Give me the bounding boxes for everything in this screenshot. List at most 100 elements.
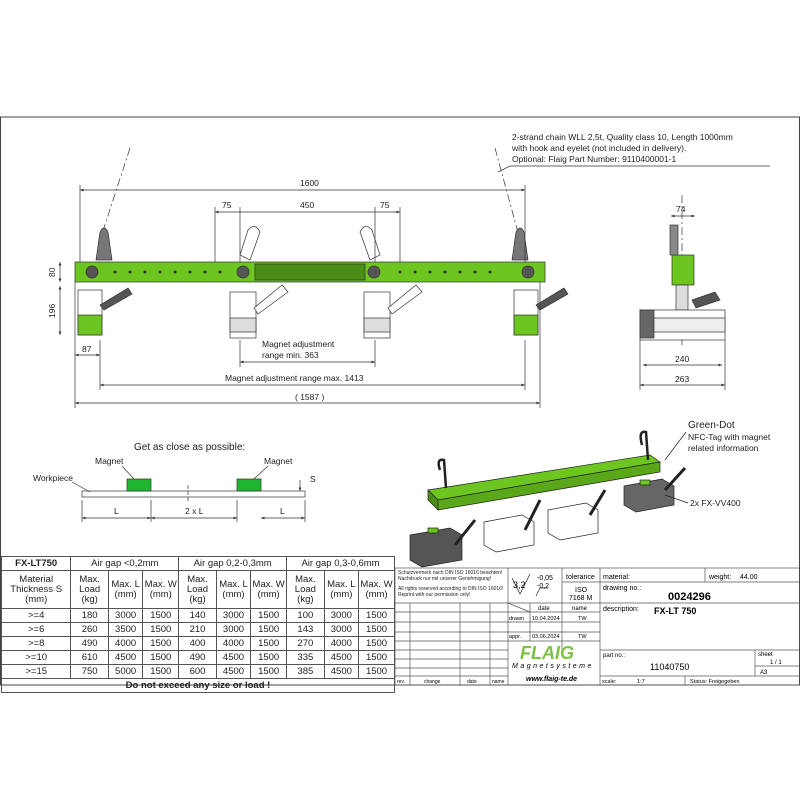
drawn-name: TW [578,616,587,622]
chain-note-2: with hook and eyelet (not included in de… [511,143,686,153]
table-cell: >=15 [0,664,72,679]
weight-value: 44.00 [740,574,758,581]
table-cell: 335 [286,650,325,665]
surface-finish: 3,2 [513,580,526,590]
table-cell: 180 [70,608,109,623]
table-cell: 1500 [250,664,288,679]
table-cell: 1500 [250,636,288,651]
logo-subtitle: Magnetsysteme [512,663,594,670]
eyelet-right [511,227,529,261]
dim-87: 87 [82,344,92,354]
max-range-label: Magnet adjustment range max. 1413 [225,373,364,383]
chain-note-3: Optional: Flaig Part Number: 9110400001-… [512,154,677,164]
table-cell: >=8 [0,636,72,651]
iso-magnet-3 [547,502,599,541]
table-cell: 400 [178,636,217,651]
table-cell: 143 [286,622,325,637]
callout-vv400: 2x FX-VV400 [690,498,741,508]
min-range-line1: Magnet adjustment [262,339,335,349]
dim-1600: 1600 [300,178,319,188]
appr-date: 03.06.2024 [532,634,560,640]
flaig-logo: FLAIG [520,643,574,663]
table-cell: 1500 [250,622,288,637]
col-header: Max. L (mm) [107,570,144,609]
dim-75-left: 75 [222,200,232,210]
magnet-label-left: Magnet [95,456,124,466]
drawn-label: drawn [509,616,524,622]
magnet-2 [229,284,289,339]
table-cell: 1500 [250,650,288,665]
tol-upper: -0,05 [537,575,553,582]
group-header: Air gap <0,2mm [70,556,180,571]
table-cell: 1500 [250,608,288,623]
front-view [58,147,770,408]
material-label: material: [603,574,630,581]
title-block [394,567,800,686]
dim-2l: 2 x L [185,506,204,516]
appr-label: appr. [509,634,522,640]
table-cell: 140 [178,608,217,623]
paper-format: A3 [760,670,768,676]
table-cell: 1500 [358,622,395,637]
magnet-label-right: Magnet [264,456,293,466]
name-col: name [492,679,505,685]
table-cell: 270 [286,636,325,651]
table-cell: 5000 [107,664,144,679]
table-cell: 4000 [323,636,360,651]
knob-left [85,265,99,279]
schematic-magnet-right [236,478,262,492]
callout-green-dot: Green-Dot [688,420,735,431]
iso-magnet-1 [409,527,463,568]
part-no-label: part no.: [603,653,625,659]
col-header: Max. W (mm) [250,570,288,609]
dim-263: 263 [675,374,689,384]
eyelet-left [95,227,113,261]
workpiece-label: Workpiece [33,473,73,483]
date-label: date [538,606,550,612]
schematic-title: Get as close as possible: [134,442,245,453]
row-header: Material Thickness S (mm) [0,570,72,609]
dim-80: 80 [47,267,57,277]
side-view [639,195,726,390]
description: FX-LT 750 [654,606,696,616]
tolerance-value-1: ISO [575,587,588,594]
magnet-4 [513,287,569,336]
dim-75-right: 75 [380,200,390,210]
spec-table: FX-LT750 Air gap <0,2mm Air gap 0,2-0,3m… [0,556,395,693]
callout-nfc-1: NFC-Tag with magnet [688,432,771,442]
table-cell: 1500 [142,650,180,665]
scale-label: scale: [602,679,617,685]
table-cell: 3000 [323,608,360,623]
website-link[interactable]: www.flaig-te.de [526,676,577,683]
sheet-value: 1 / 1 [770,660,782,666]
table-cell: 490 [178,650,217,665]
table-cell: 4500 [215,650,252,665]
col-header: Max. Load (kg) [70,570,109,609]
table-cell: 3000 [323,622,360,637]
tol-lower: -0,2 [537,583,549,590]
table-cell: 1500 [142,608,180,623]
table-cell: 1500 [142,636,180,651]
table-cell: 1500 [142,664,180,679]
col-header: Max. W (mm) [142,570,180,609]
table-cell: 750 [70,664,109,679]
col-header: Max. Load (kg) [286,570,325,609]
table-cell: >=6 [0,622,72,637]
appr-name: TW [578,634,587,640]
magnet-1 [77,287,133,336]
col-header: Max. L (mm) [323,570,360,609]
iso-view [409,430,689,568]
weight-label: weight: [708,574,731,581]
dim-74: 74 [676,204,686,214]
hook-inner-left [239,226,261,261]
drawing-no: 0024296 [668,591,711,603]
tolerance-label: tolerance [566,574,595,581]
schematic-magnet-left [126,478,152,492]
chain-note-1: 2-strand chain WLL 2,5t, Quality class 1… [512,132,733,142]
col-header: Max. Load (kg) [178,570,217,609]
group-header: Air gap 0,3-0,6mm [286,556,395,571]
dim-l-right: L [280,506,285,516]
scale-value: 1:7 [637,679,645,685]
